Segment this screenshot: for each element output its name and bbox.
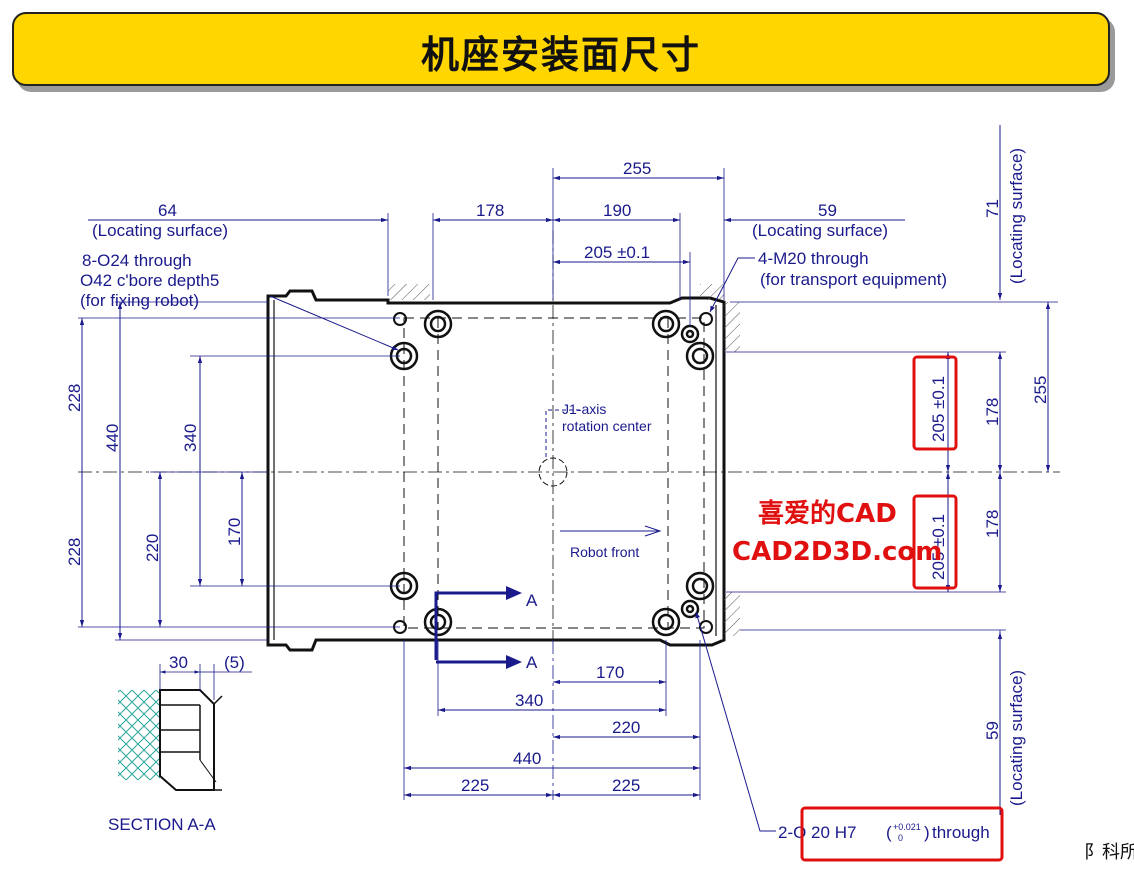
dim-bottom-170: 170 [596,663,624,682]
section-arrows: A A [434,586,538,672]
dim-right-178-lower: 178 [983,510,1002,538]
m20-note-1: 4-M20 through [758,249,869,268]
extension-lines [78,125,1058,815]
bolt-holes [389,309,715,637]
leader-lines [269,257,776,832]
dim-bottom-220: 220 [612,718,640,737]
dim-top-178: 178 [476,201,504,220]
dim-left-220: 220 [143,534,162,562]
dim-left-170: 170 [225,518,244,546]
dim-left-440: 440 [103,424,122,452]
pin-note-tol-upper: +0.021 [893,822,921,832]
bolt-note-2: O42 c'bore depth5 [80,271,219,290]
dim-right-71: 71 [983,199,1002,218]
pin-note-prefix: 2-O 20 H7 [778,823,856,842]
pin-note-suffix: through [932,823,990,842]
locating-note-left: (Locating surface) [92,221,228,240]
section-arrow-label-bottom: A [526,653,538,672]
corner-text: 阝科所 [1084,842,1134,862]
m20-note-2: (for transport equipment) [760,270,947,289]
section-label: SECTION A-A [108,815,216,834]
dim-top-64: 64 [158,201,177,220]
dim-left-228-lower: 228 [65,538,84,566]
dim-bottom-225-left: 225 [461,776,489,795]
section-dim-30: 30 [169,653,188,672]
dim-left-228-upper: 228 [65,384,84,412]
title-banner: 机座安装面尺寸 [12,12,1110,86]
dim-bottom-225-right: 225 [612,776,640,795]
section-aa-detail: 30 (5) SECTION A-A [108,653,252,834]
robot-front-note: Robot front [570,544,639,560]
dim-top-190: 190 [603,201,631,220]
locating-note-right-bottom: (Locating surface) [1007,670,1026,806]
dim-bottom-440: 440 [513,749,541,768]
dim-right-59: 59 [983,721,1002,740]
bolt-note-1: 8-O24 through [82,251,192,270]
dim-right-178-upper: 178 [983,398,1002,426]
base-plate [266,289,726,652]
j1-note-1: J1-axis [562,401,606,417]
dim-top-59: 59 [818,201,837,220]
j1-center-circle [538,457,568,487]
pin-note-paren-close: ) [924,823,930,842]
dim-top-205: 205 ±0.1 [584,243,650,262]
locating-note-right-top: (Locating surface) [1007,148,1026,284]
watermark-line-1: 喜爱的CAD [758,498,897,529]
j1-note-2: rotation center [562,418,652,434]
pin-note-tol-lower: 0 [898,833,903,843]
page-title: 机座安装面尺寸 [420,33,701,77]
dim-right-205-upper: 205 ±0.1 [929,376,948,442]
dim-left-340: 340 [181,424,200,452]
dim-right-255: 255 [1031,376,1050,404]
dim-top-255: 255 [623,159,651,178]
dim-right-205-lower: 205 ±0.1 [929,514,948,580]
section-dim-5: (5) [224,653,245,672]
dim-bottom-340: 340 [515,691,543,710]
section-arrow-label-top: A [526,591,538,610]
watermark-line-2: CAD2D3D.com [732,537,942,567]
locating-note-top-right: (Locating surface) [752,221,888,240]
dimension-lines [79,125,1051,815]
highlight-boxes [800,355,1004,862]
pin-note-paren-open: ( [886,823,892,842]
bolt-note-3: (for fixing robot) [80,291,199,310]
